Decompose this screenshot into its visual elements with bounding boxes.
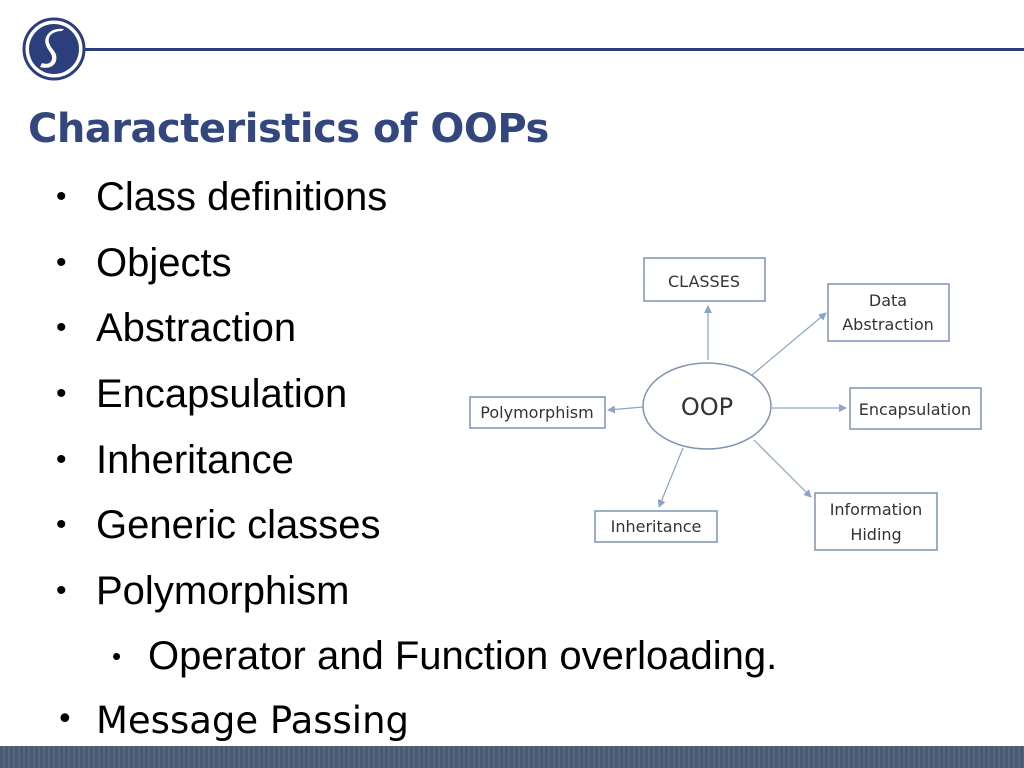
bullet-text: Polymorphism <box>96 569 350 613</box>
bullet-item: • Inheritance <box>56 440 294 480</box>
inheritance-node: Inheritance <box>594 510 718 543</box>
sub-bullet-item: • Operator and Function overloading. <box>112 636 777 676</box>
bullet-text: Generic classes <box>96 503 381 547</box>
bullet-item: • Abstraction <box>56 308 296 348</box>
bullet-symbol: • <box>56 246 67 279</box>
bullet-symbol: • <box>56 574 67 607</box>
bullet-item: • Polymorphism <box>56 571 349 611</box>
bullet-text: Class definitions <box>96 175 388 219</box>
classes-node: CLASSES <box>643 257 766 302</box>
arrow-to-inheritance <box>657 447 684 508</box>
bullet-item: • Generic classes <box>56 505 381 545</box>
polymorphism-node-label: Polymorphism <box>480 403 593 422</box>
bullet-symbol: • <box>56 702 74 737</box>
data-abstraction-node-label: Abstraction <box>842 315 934 334</box>
bullet-symbol: • <box>112 641 122 671</box>
classes-node-label: CLASSES <box>668 272 740 291</box>
data-abstraction-node: Data Abstraction <box>827 283 950 342</box>
bullet-symbol: • <box>56 377 67 410</box>
bullet-symbol: • <box>56 180 67 213</box>
bullet-text: Inheritance <box>96 438 294 482</box>
bullet-text: Objects <box>96 241 232 285</box>
bullet-text: Message Passing <box>96 699 410 742</box>
oop-center-label: OOP <box>681 393 733 421</box>
bullet-symbol: • <box>56 508 67 541</box>
bullet-symbol: • <box>56 311 67 344</box>
bullet-item: • Encapsulation <box>56 374 347 414</box>
footer-bar <box>0 746 1024 768</box>
information-hiding-node-label: Information <box>830 500 923 519</box>
bullet-item: • Class definitions <box>56 177 387 217</box>
encapsulation-node: Encapsulation <box>849 387 982 430</box>
arrow-to-polymorphism <box>607 405 644 414</box>
header-rule <box>84 48 1024 51</box>
information-hiding-node-label: Hiding <box>850 525 901 544</box>
information-hiding-node: Information Hiding <box>814 492 938 551</box>
polymorphism-node: Polymorphism <box>469 396 606 429</box>
data-abstraction-node-label: Data <box>869 291 907 310</box>
bullet-text: Operator and Function overloading. <box>148 634 778 678</box>
inheritance-node-label: Inheritance <box>611 517 702 536</box>
oop-center-node: OOP <box>642 362 772 450</box>
slide-title: Characteristics of OOPs <box>28 106 549 152</box>
arrow-to-information-hiding <box>753 439 812 498</box>
bullet-item: • Objects <box>56 243 232 283</box>
encapsulation-node-label: Encapsulation <box>859 400 971 419</box>
arrow-to-data-abstraction <box>751 312 827 376</box>
bullet-symbol: • <box>56 443 67 476</box>
bullet-item: • Message Passing <box>56 702 409 739</box>
bullet-text: Encapsulation <box>96 372 348 416</box>
institution-logo-icon <box>22 17 86 81</box>
bullet-text: Abstraction <box>96 306 297 350</box>
